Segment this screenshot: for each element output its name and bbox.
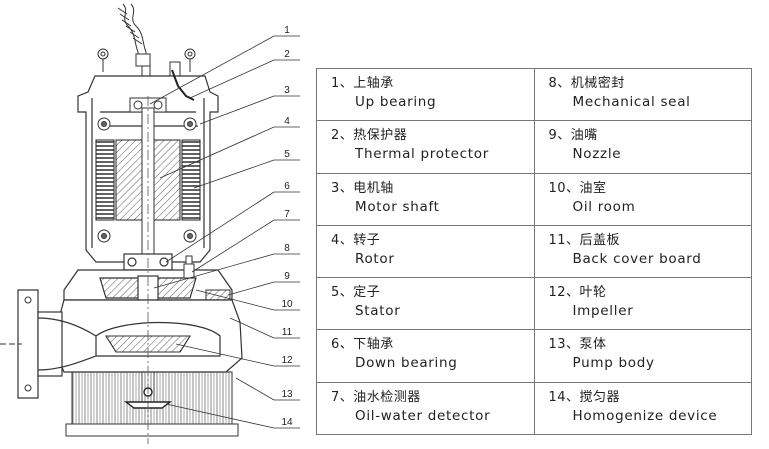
part-name-en: Impeller bbox=[572, 303, 634, 320]
stator-windings bbox=[95, 139, 201, 221]
nozzle bbox=[205, 289, 231, 301]
part-name-cn: 8、机械密封 bbox=[548, 76, 625, 91]
part-name-cn: 13、泵体 bbox=[548, 337, 607, 353]
legend-cell-12: 12、叶轮 Impeller bbox=[533, 277, 752, 331]
legend-cell-6: 6、下轴承 Down bearing bbox=[316, 329, 535, 383]
inlet-flange bbox=[0, 296, 32, 392]
table-row: 2、热保护器 Thermal protector 9、油嘴 Nozzle bbox=[316, 120, 752, 174]
legend-cell-8: 8、机械密封 Mechanical seal bbox=[533, 67, 752, 122]
part-name-cn: 4、转子 bbox=[331, 232, 381, 248]
legend-cell-11: 11、后盖板 Back cover board bbox=[533, 224, 752, 279]
callout-1: 1 bbox=[284, 25, 290, 36]
callout-numbers: 1 2 3 4 5 6 7 8 9 10 11 12 13 14 bbox=[281, 25, 293, 428]
part-name-cn: 1、上轴承 bbox=[331, 76, 394, 91]
part-name-en: Homogenize device bbox=[572, 407, 718, 424]
oil-water-detector bbox=[183, 255, 195, 279]
callout-13: 13 bbox=[281, 389, 293, 400]
part-name-cn: 7、油水检测器 bbox=[331, 389, 421, 405]
part-name-cn: 14、搅匀器 bbox=[548, 389, 621, 405]
callout-6: 6 bbox=[284, 181, 290, 192]
part-name-en: Pump body bbox=[572, 355, 655, 372]
part-name-cn: 6、下轴承 bbox=[331, 337, 394, 353]
callout-2: 2 bbox=[284, 49, 290, 60]
part-name-cn: 11、后盖板 bbox=[548, 232, 621, 248]
power-cable bbox=[117, 3, 151, 67]
legend-cell-9: 9、油嘴 Nozzle bbox=[533, 120, 752, 174]
part-name-cn: 5、定子 bbox=[331, 285, 381, 301]
lifting-lugs bbox=[97, 48, 196, 79]
part-name-cn: 9、油嘴 bbox=[548, 128, 598, 144]
legend-cell-5: 5、定子 Stator bbox=[316, 277, 535, 331]
callout-3: 3 bbox=[284, 85, 290, 96]
legend-cell-10: 10、油室 Oil room bbox=[533, 172, 752, 226]
callout-10: 10 bbox=[281, 299, 293, 310]
part-name-en: Thermal protector bbox=[355, 146, 489, 163]
part-name-cn: 3、电机轴 bbox=[331, 180, 394, 196]
callout-5: 5 bbox=[284, 149, 290, 160]
legend-cell-14: 14、搅匀器 Homogenize device bbox=[533, 381, 752, 436]
legend-cell-2: 2、热保护器 Thermal protector bbox=[316, 120, 535, 174]
part-name-en: Oil room bbox=[572, 198, 636, 215]
part-name-en: Nozzle bbox=[572, 146, 622, 163]
part-name-cn: 2、热保护器 bbox=[331, 128, 408, 144]
callout-9: 9 bbox=[284, 271, 290, 282]
part-name-en: Rotor bbox=[355, 250, 395, 267]
callout-14: 14 bbox=[281, 417, 293, 428]
base-stand bbox=[65, 371, 239, 437]
legend-cell-1: 1、上轴承 Up bearing bbox=[316, 67, 535, 122]
callout-12: 12 bbox=[281, 355, 293, 366]
legend-cell-13: 13、泵体 Pump body bbox=[533, 329, 752, 383]
part-name-cn: 10、油室 bbox=[548, 180, 607, 196]
legend-cell-7: 7、油水检测器 Oil-water detector bbox=[316, 381, 535, 436]
callout-4: 4 bbox=[284, 116, 290, 127]
callout-7: 7 bbox=[284, 209, 290, 220]
part-name-en: Back cover board bbox=[572, 250, 702, 267]
top-bolts bbox=[97, 117, 197, 243]
callout-11: 11 bbox=[282, 327, 293, 338]
table-row: 1、上轴承 Up bearing 8、机械密封 Mechanical seal bbox=[316, 67, 752, 122]
part-name-en: Up bearing bbox=[355, 94, 437, 110]
part-name-en: Stator bbox=[355, 303, 401, 320]
table-row: 6、下轴承 Down bearing 13、泵体 Pump body bbox=[316, 329, 752, 383]
part-name-en: Mechanical seal bbox=[572, 94, 691, 110]
legend-cell-3: 3、电机轴 Motor shaft bbox=[316, 172, 535, 226]
part-name-en: Oil-water detector bbox=[355, 407, 491, 424]
legend-cell-4: 4、转子 Rotor bbox=[316, 224, 535, 279]
pump-cross-section-drawing: 1 2 3 4 5 6 7 8 9 10 11 12 13 14 bbox=[0, 3, 300, 444]
callout-8: 8 bbox=[284, 243, 290, 254]
part-name-en: Down bearing bbox=[355, 355, 458, 372]
leader-lines bbox=[149, 35, 300, 429]
parts-legend-table: 1、上轴承 Up bearing 8、机械密封 Mechanical seal 2、… bbox=[316, 67, 752, 436]
table-row: 4、转子 Rotor 11、后盖板 Back cover board bbox=[316, 224, 752, 279]
part-name-cn: 12、叶轮 bbox=[548, 285, 607, 301]
part-name-en: Motor shaft bbox=[355, 198, 440, 215]
table-row: 7、油水检测器 Oil-water detector 14、搅匀器 Homogeni… bbox=[316, 381, 752, 436]
table-row: 5、定子 Stator 12、叶轮 Impeller bbox=[316, 277, 752, 331]
table-row: 3、电机轴 Motor shaft 10、油室 Oil room bbox=[316, 172, 752, 226]
